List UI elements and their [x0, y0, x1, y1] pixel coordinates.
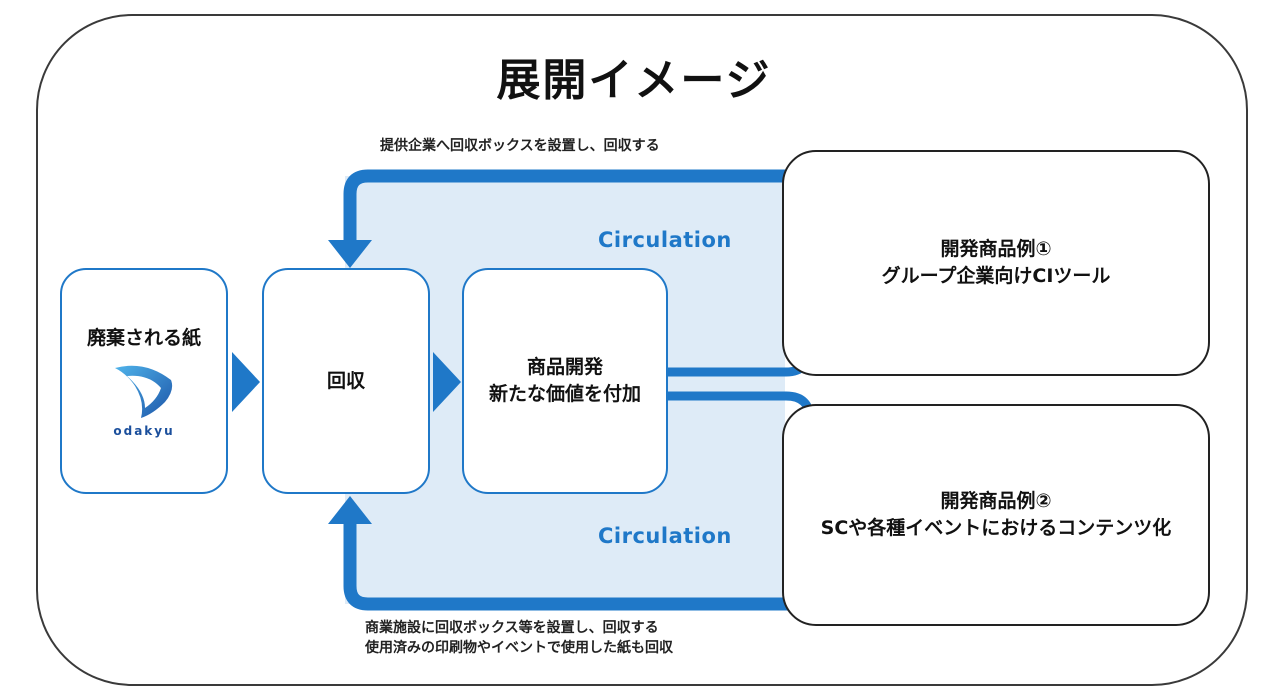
- circulation-label-bottom: Circulation: [598, 524, 732, 548]
- product2-title: 開発商品例②: [940, 490, 1052, 512]
- top-return-arrowhead: [328, 240, 372, 268]
- bottom-note-line1: 商業施設に回収ボックス等を設置し、回収する: [365, 620, 659, 636]
- product-example-2-box: 開発商品例② SCや各種イベントにおけるコンテンツ化: [782, 404, 1210, 626]
- product-development-box: 商品開発 新たな価値を付加: [462, 268, 668, 494]
- circulation-label-top: Circulation: [598, 228, 732, 252]
- product2-description: SCや各種イベントにおけるコンテンツ化: [820, 517, 1172, 539]
- collection-box: 回収: [262, 268, 430, 494]
- product-example-1-box: 開発商品例① グループ企業向けCIツール: [782, 150, 1210, 376]
- waste-paper-box: 廃棄される紙 odakyu: [60, 268, 228, 494]
- product1-description: グループ企業向けCIツール: [881, 265, 1111, 287]
- odakyu-logo: odakyu: [111, 362, 177, 438]
- arrow-collection-to-development: [433, 352, 461, 412]
- top-return-arrow: [343, 169, 790, 244]
- bottom-return-arrow: [343, 522, 790, 611]
- product1-title: 開発商品例①: [940, 238, 1052, 260]
- development-title: 商品開発: [526, 356, 603, 378]
- bottom-note-line2: 使用済みの印刷物やイベントで使用した紙も回収: [365, 640, 673, 656]
- collection-label: 回収: [326, 369, 365, 392]
- development-subtitle: 新たな価値を付加: [488, 383, 641, 405]
- arrow-waste-to-collection: [232, 352, 260, 412]
- bottom-return-arrowhead: [328, 496, 372, 524]
- bottom-collection-note: 商業施設に回収ボックス等を設置し、回収する 使用済みの印刷物やイベントで使用した…: [365, 618, 673, 658]
- top-collection-note: 提供企業へ回収ボックスを設置し、回収する: [380, 138, 660, 154]
- waste-paper-label: 廃棄される紙: [86, 326, 201, 349]
- odakyu-logo-icon: [115, 365, 173, 418]
- page-title: 展開イメージ: [496, 55, 772, 106]
- odakyu-logo-text: odakyu: [113, 423, 175, 438]
